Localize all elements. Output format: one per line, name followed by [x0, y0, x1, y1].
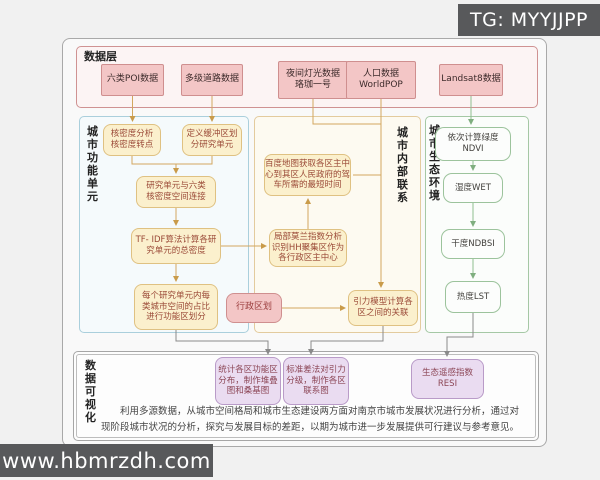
box-gravity-model: 引力模型计算各 区之间的关联: [348, 290, 418, 326]
box-lst-heat: 热度LST: [445, 281, 501, 313]
box-landsat-data: Landsat8数据: [439, 64, 503, 96]
box-population-data: 人口数据 WorldPOP: [346, 61, 416, 99]
box-kernel-density: 核密度分析 核密度转点: [103, 124, 161, 156]
tg-watermark: TG: MYYJJPP: [458, 4, 600, 36]
box-spatial-join: 研究单元与六类 核密度空间连接: [136, 176, 216, 208]
box-baidu-drivetime: 百度地图获取各区主中 心到其区人民政府的驾 车所需的最短时间: [264, 154, 351, 196]
summary-paragraph: 利用多源数据，从城市空间格局和城市生态建设两方面对南京市城市发展状况进行分析，通…: [101, 406, 520, 433]
flowchart-frame: 数据层 城市功能单元 城市内部联系 城市生态环境 数据可视化 六类POI数据 多…: [62, 38, 547, 447]
box-ndvi-greenness: 依次计算绿度 NDVI: [435, 127, 511, 161]
label-eco-environment: 城市生态环境: [429, 124, 440, 202]
box-zone-stats-charts: 统计各区功能区 分布，制作堆叠 图和桑基图: [215, 357, 281, 405]
box-admin-divisions: 行政区划: [226, 293, 282, 323]
box-nightlight-data: 夜间灯光数据 珞珈一号: [278, 61, 348, 99]
label-data-layer: 数据层: [84, 50, 117, 63]
box-road-data: 多级道路数据: [181, 64, 243, 96]
url-watermark: www.hbmrzdh.com: [0, 444, 213, 477]
panel-visualization-inner-border: [76, 354, 536, 438]
label-visualization: 数据可视化: [85, 359, 96, 424]
label-urban-function: 城市功能单元: [87, 125, 98, 203]
box-poi-data: 六类POI数据: [101, 64, 164, 96]
box-gravity-grading-map: 标准差法对引力 分级，制作各区 联系图: [283, 357, 349, 405]
box-resi-index: 生态遥感指数 RESI: [411, 359, 484, 399]
box-local-moran: 局部莫兰指数分析 识别HH聚集区作为 各行政区主中心: [269, 229, 347, 267]
box-ndbsi-dryness: 干度NDBSI: [441, 229, 505, 259]
box-tfidf-density: TF- IDF算法计算各研 究单元的总密度: [131, 228, 221, 264]
label-internal-links: 城市内部联系: [397, 126, 408, 204]
box-buffer-units: 定义缓冲区划 分研究单元: [182, 124, 242, 156]
box-functional-zoning: 每个研究单元内每 类城市空间的占比 进行功能区划分: [134, 284, 218, 330]
box-wet-humidity: 湿度WET: [443, 173, 503, 203]
